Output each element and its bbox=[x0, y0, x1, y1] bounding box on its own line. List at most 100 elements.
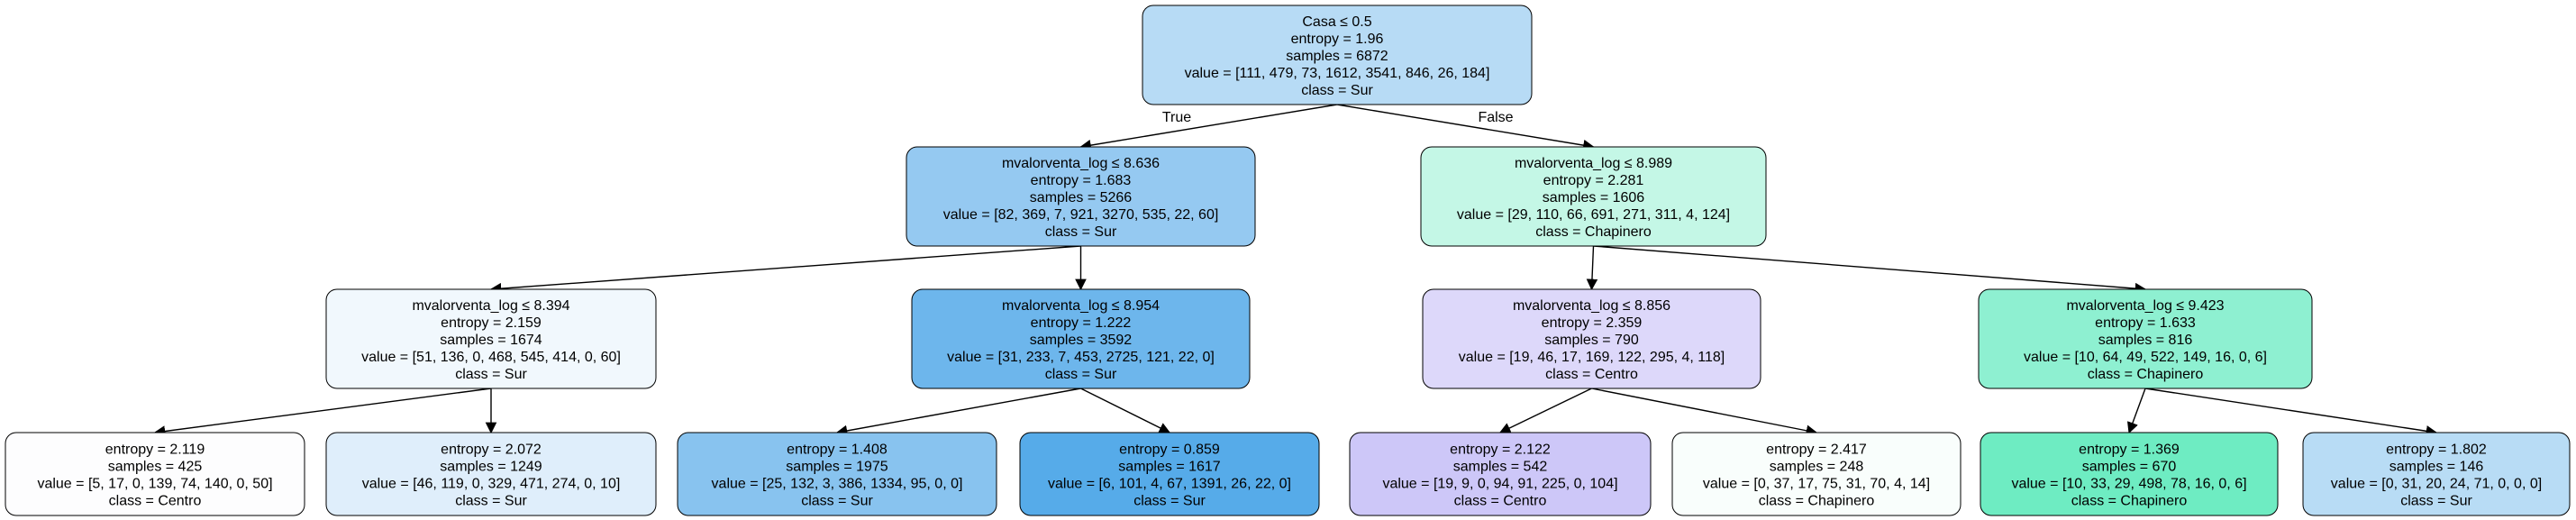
edge-arrow-n5-n11 bbox=[1498, 388, 1592, 433]
node-text-line: entropy = 1.683 bbox=[1031, 173, 1132, 188]
node-text-line: samples = 3592 bbox=[1030, 333, 1133, 348]
node-box bbox=[1142, 5, 1533, 105]
node-box bbox=[1980, 432, 2279, 516]
edge-arrow-n1-n3 bbox=[489, 245, 1081, 295]
node-text-line: class = Sur bbox=[801, 494, 873, 509]
node-text-line: samples = 670 bbox=[2082, 460, 2177, 475]
node-text-line: class = Chapinero bbox=[1535, 224, 1652, 240]
node-text-line: samples = 542 bbox=[1453, 460, 1548, 475]
node-box bbox=[1978, 288, 2313, 389]
node-text-line: mvalorventa_log ≤ 8.394 bbox=[412, 298, 569, 314]
node-text-line: samples = 1975 bbox=[786, 460, 888, 475]
node-text-line: samples = 5266 bbox=[1030, 190, 1133, 205]
edge-arrow-n3-n7 bbox=[153, 388, 492, 437]
node-box bbox=[911, 288, 1251, 389]
node-text-line: samples = 1249 bbox=[440, 460, 542, 475]
edge-arrow-n0-n2 bbox=[1336, 104, 1595, 151]
node-text-line: entropy = 1.369 bbox=[2079, 442, 2180, 458]
edge-arrow-n6-n14 bbox=[2144, 388, 2438, 437]
edge-arrow-n2-n5 bbox=[1586, 245, 1598, 291]
node-box bbox=[1019, 432, 1320, 516]
tree-node-n13: entropy = 1.369 samples = 670 value = [10,… bbox=[1980, 432, 2279, 516]
node-text-line: class = Sur bbox=[1133, 494, 1206, 509]
edge-label-true: True bbox=[1162, 110, 1191, 125]
tree-node-n9: entropy = 1.408 samples = 1975 value = [25… bbox=[677, 432, 997, 516]
node-text-line: class = Centro bbox=[1454, 494, 1547, 509]
edge-label-false: False bbox=[1478, 110, 1513, 125]
node-text-line: entropy = 1.408 bbox=[787, 442, 887, 458]
node-text-line: samples = 248 bbox=[1770, 460, 1864, 475]
node-text-line: mvalorventa_log ≤ 8.636 bbox=[1002, 156, 1160, 171]
node-box bbox=[5, 432, 305, 516]
node-text-line: class = Sur bbox=[2400, 494, 2472, 509]
node-text-line: entropy = 2.072 bbox=[441, 442, 542, 458]
node-text-line: entropy = 2.417 bbox=[1766, 442, 1867, 458]
edge-arrow-n4-n9 bbox=[835, 388, 1081, 437]
node-text-line: class = Chapinero bbox=[2088, 367, 2204, 382]
node-text-line: entropy = 2.159 bbox=[441, 315, 542, 331]
node-text-line: value = [10, 33, 29, 498, 78, 16, 0, 6] bbox=[2011, 477, 2246, 492]
node-box bbox=[677, 432, 997, 516]
node-text-line: samples = 146 bbox=[2389, 460, 2484, 475]
node-text-line: class = Chapinero bbox=[2071, 494, 2188, 509]
node-box bbox=[2302, 432, 2571, 516]
node-box bbox=[1420, 146, 1767, 247]
node-text-line: entropy = 1.802 bbox=[2386, 442, 2487, 458]
node-box bbox=[1671, 432, 1962, 516]
node-text-line: mvalorventa_log ≤ 9.423 bbox=[2066, 298, 2224, 314]
node-text-line: value = [0, 37, 17, 75, 31, 70, 4, 14] bbox=[1703, 477, 1930, 492]
node-text-line: value = [5, 17, 0, 139, 74, 140, 0, 50] bbox=[37, 477, 272, 492]
edges-layer: True False bbox=[153, 104, 2438, 437]
node-text-line: value = [6, 101, 4, 67, 1391, 26, 22, 0] bbox=[1048, 477, 1291, 492]
node-text-line: samples = 1617 bbox=[1118, 460, 1221, 475]
node-text-line: class = Centro bbox=[109, 494, 202, 509]
tree-node-n14: entropy = 1.802 samples = 146 value = [0, … bbox=[2302, 432, 2571, 516]
node-text-line: class = Sur bbox=[1045, 367, 1117, 382]
node-text-line: value = [0, 31, 20, 24, 71, 0, 0, 0] bbox=[2331, 477, 2542, 492]
node-box bbox=[325, 432, 657, 516]
node-text-line: value = [46, 119, 0, 329, 471, 274, 0, 1… bbox=[362, 477, 621, 492]
node-box bbox=[906, 146, 1256, 247]
node-text-line: samples = 1674 bbox=[440, 333, 542, 348]
node-text-line: entropy = 1.96 bbox=[1291, 32, 1384, 47]
tree-node-n12: entropy = 2.417 samples = 248 value = [0, … bbox=[1671, 432, 1962, 516]
node-text-line: class = Sur bbox=[1301, 83, 1373, 98]
node-text-line: entropy = 2.122 bbox=[1450, 442, 1551, 458]
node-box bbox=[325, 288, 657, 389]
node-text-line: class = Chapinero bbox=[1759, 494, 1875, 509]
tree-node-n2: mvalorventa_log ≤ 8.989 entropy = 2.281 sa… bbox=[1420, 146, 1767, 247]
node-text-line: class = Sur bbox=[455, 367, 527, 382]
node-text-line: entropy = 2.281 bbox=[1543, 173, 1644, 188]
node-text-line: entropy = 0.859 bbox=[1119, 442, 1220, 458]
edge-arrow-n2-n6 bbox=[1593, 245, 2147, 295]
node-text-line: entropy = 1.633 bbox=[2095, 315, 2196, 331]
node-text-line: mvalorventa_log ≤ 8.856 bbox=[1513, 298, 1670, 314]
node-text-line: value = [25, 132, 3, 386, 1334, 95, 0, 0… bbox=[712, 477, 963, 492]
edge-arrow-n5-n12 bbox=[1591, 388, 1818, 436]
node-text-line: samples = 6872 bbox=[1286, 49, 1388, 64]
node-text-line: value = [19, 9, 0, 94, 91, 225, 0, 104] bbox=[1382, 477, 1617, 492]
tree-node-n8: entropy = 2.072 samples = 1249 value = [46… bbox=[325, 432, 657, 516]
edge-arrow-n4-n10 bbox=[1080, 388, 1171, 433]
node-text-line: samples = 1606 bbox=[1543, 190, 1645, 205]
node-text-line: value = [19, 46, 17, 169, 122, 295, 4, 1… bbox=[1459, 350, 1725, 365]
node-text-line: value = [10, 64, 49, 522, 149, 16, 0, 6] bbox=[2024, 350, 2267, 365]
tree-node-n11: entropy = 2.122 samples = 542 value = [19,… bbox=[1349, 432, 1652, 516]
node-text-line: class = Sur bbox=[1045, 224, 1117, 240]
node-text-line: entropy = 2.119 bbox=[105, 442, 205, 458]
node-text-line: mvalorventa_log ≤ 8.989 bbox=[1515, 156, 1672, 171]
edge-arrow-n0-n1 bbox=[1079, 104, 1338, 151]
node-text-line: class = Centro bbox=[1545, 367, 1638, 382]
node-text-line: entropy = 1.222 bbox=[1031, 315, 1132, 331]
node-text-line: entropy = 2.359 bbox=[1542, 315, 1643, 331]
node-text-line: value = [29, 110, 66, 691, 271, 311, 4, … bbox=[1457, 207, 1730, 223]
node-text-line: samples = 790 bbox=[1544, 333, 1639, 348]
